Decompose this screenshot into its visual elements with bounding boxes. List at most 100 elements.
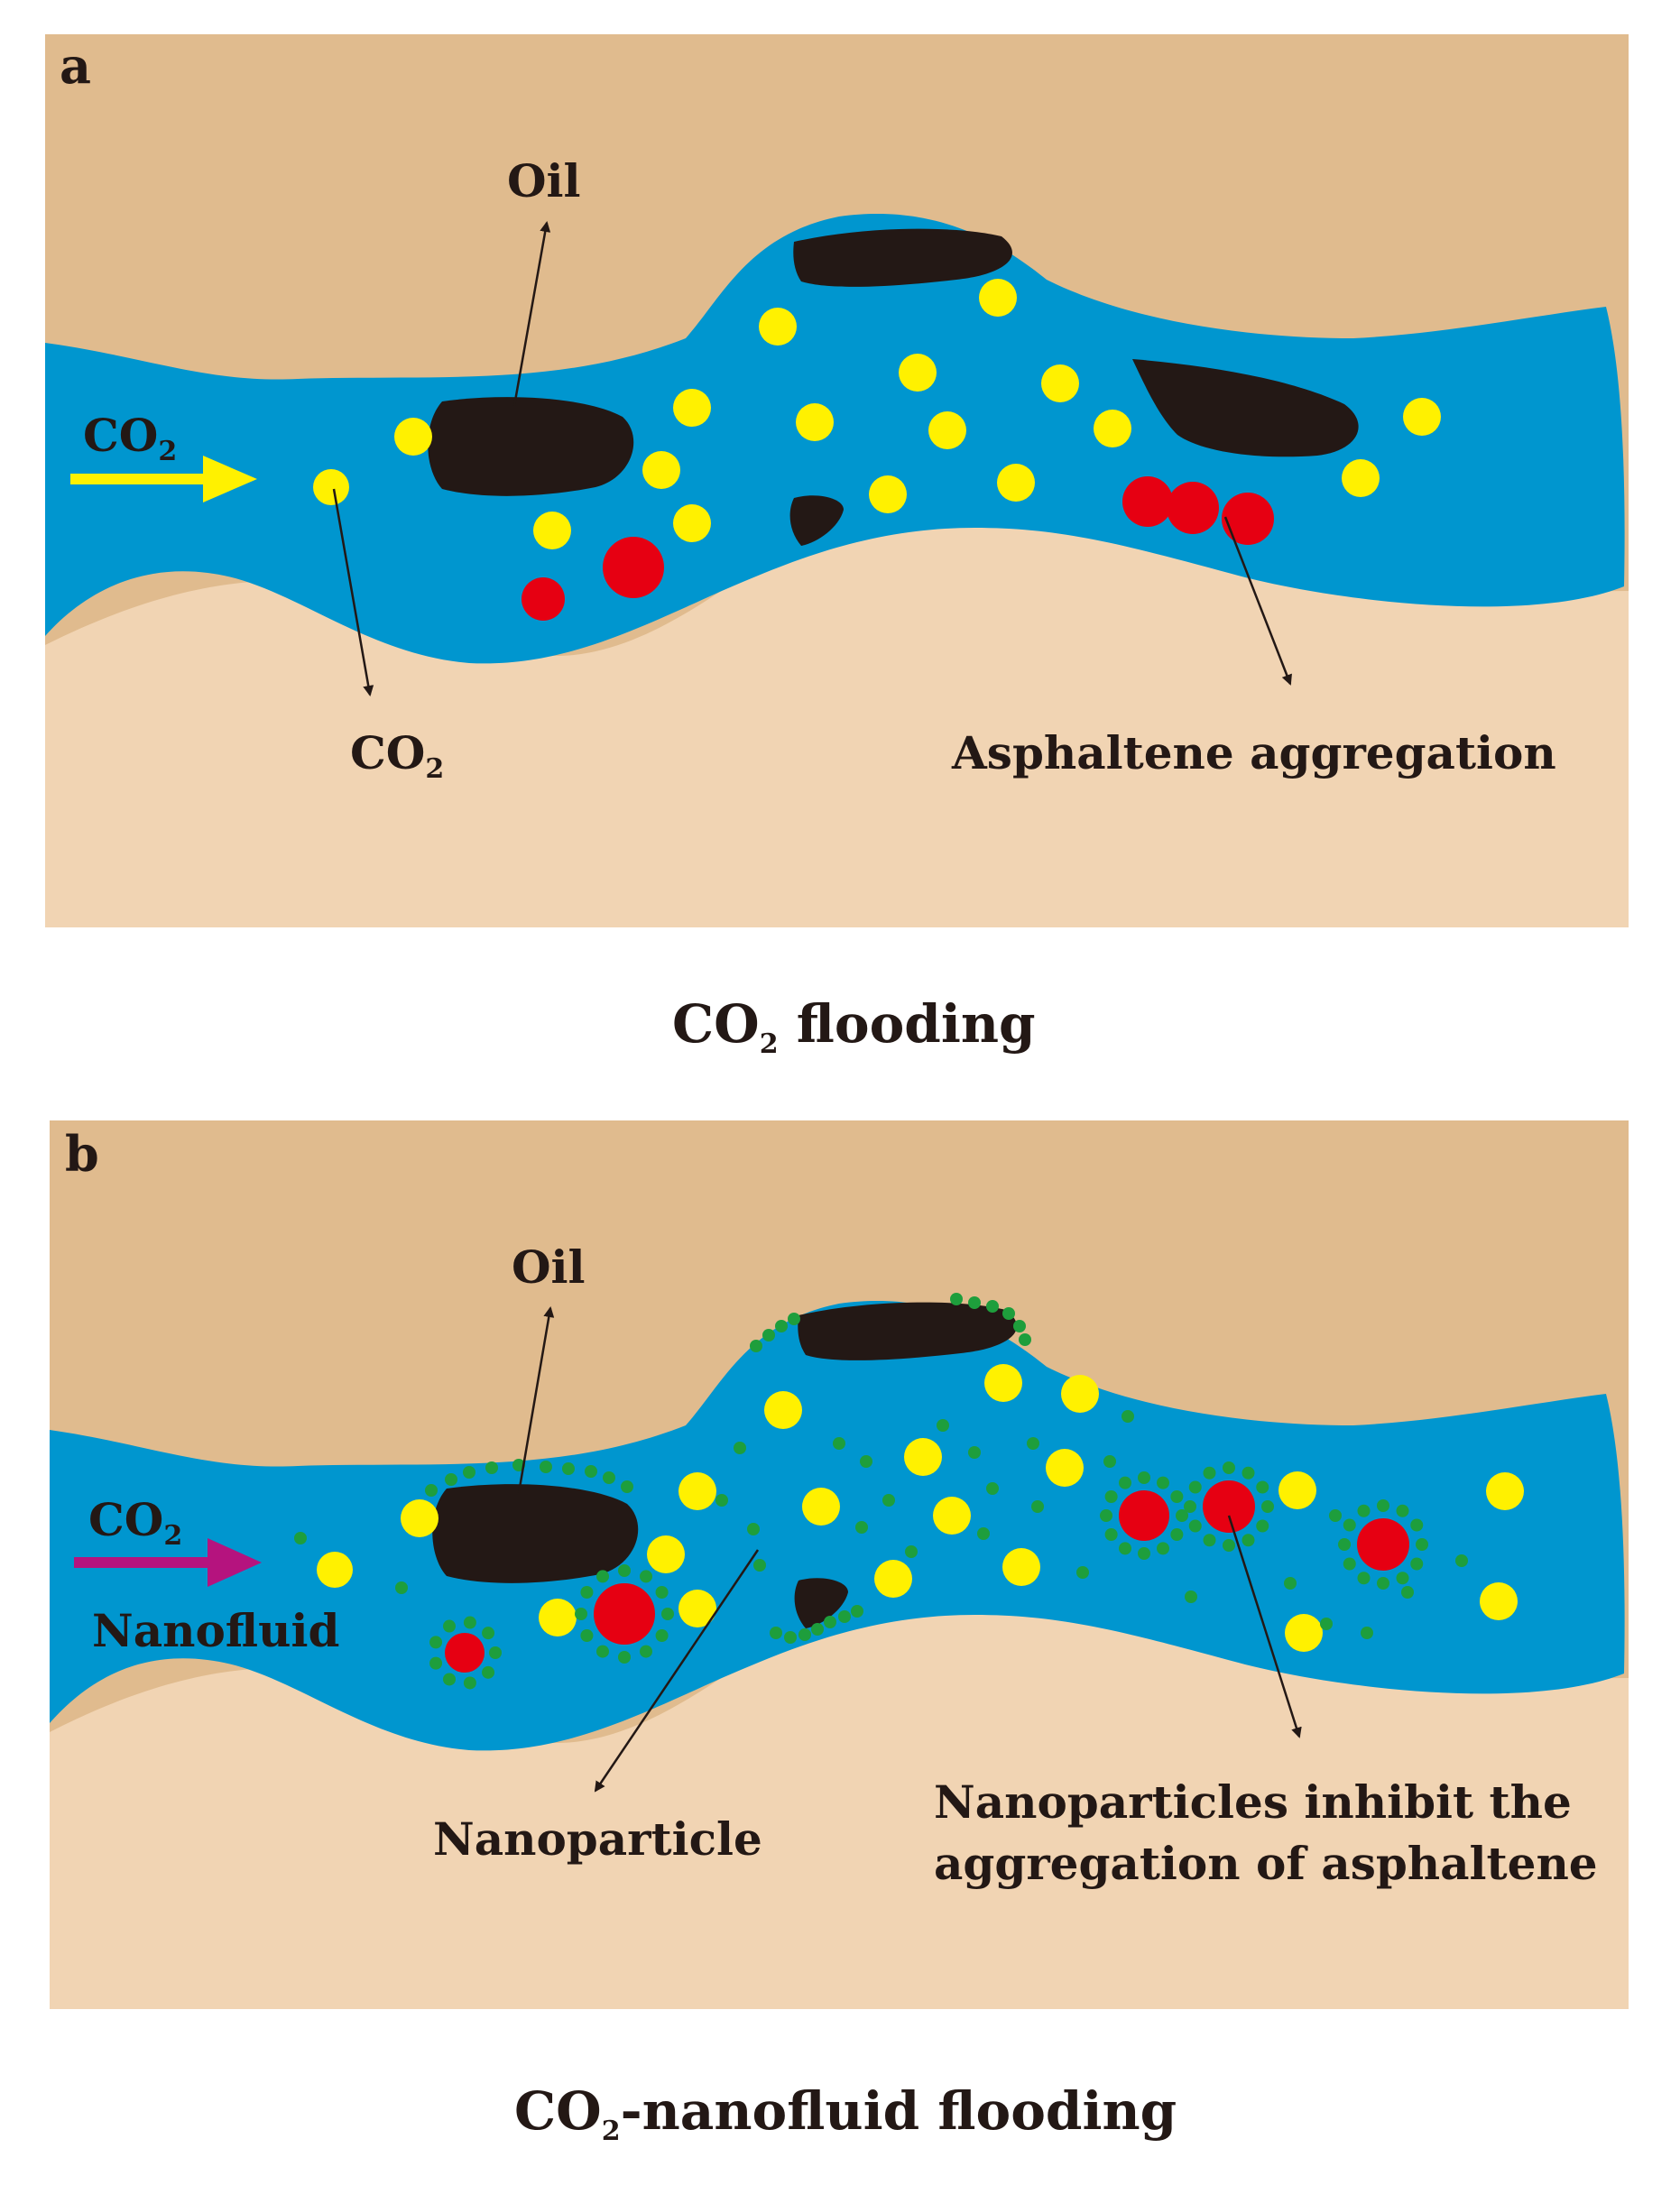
nanoparticle bbox=[811, 1623, 824, 1636]
nanoparticle bbox=[905, 1545, 918, 1558]
co2-pointer-a bbox=[332, 488, 374, 696]
oil-pointer-a bbox=[512, 221, 551, 407]
nanoparticle bbox=[798, 1628, 811, 1641]
inlet-label-nanofluid-b: Nanofluid bbox=[92, 1604, 339, 1657]
nanoparticle bbox=[775, 1320, 788, 1332]
inlet-arrow-a bbox=[70, 456, 257, 502]
co2-bubble bbox=[1094, 410, 1131, 447]
nanoparticle bbox=[1242, 1534, 1255, 1547]
co2-bubble bbox=[1046, 1449, 1084, 1487]
co2-bubble bbox=[933, 1497, 971, 1535]
co2-bubble bbox=[1480, 1582, 1518, 1620]
nanoparticle bbox=[1170, 1528, 1184, 1541]
asphaltene-particle bbox=[1203, 1480, 1255, 1533]
co2-bubble bbox=[539, 1599, 577, 1636]
nanoparticle bbox=[429, 1636, 443, 1649]
nanoparticle bbox=[747, 1523, 760, 1535]
co2-bubbles-a bbox=[313, 279, 1441, 549]
co2-bubble bbox=[1041, 364, 1079, 402]
nanoparticle bbox=[1357, 1504, 1371, 1517]
nanoparticle bbox=[655, 1629, 669, 1642]
nanoparticle bbox=[1122, 1410, 1134, 1423]
nanoparticle bbox=[482, 1665, 495, 1679]
nanoparticle bbox=[580, 1629, 594, 1642]
nanoparticle bbox=[1256, 1480, 1269, 1494]
nanoparticle bbox=[986, 1482, 999, 1495]
nanoparticle bbox=[833, 1437, 845, 1450]
co2-bubble bbox=[533, 512, 571, 549]
nanoparticle bbox=[463, 1466, 475, 1479]
co2-bubble bbox=[647, 1535, 685, 1573]
nanoparticle bbox=[640, 1645, 652, 1658]
nanoparticle bbox=[1019, 1333, 1031, 1346]
oil-label-b: Oil bbox=[512, 1240, 586, 1294]
co2-bubble bbox=[1278, 1471, 1316, 1509]
co2-bubble bbox=[642, 451, 680, 489]
nanoparticle bbox=[1377, 1499, 1389, 1512]
co2-bubble bbox=[997, 464, 1035, 502]
nanoparticle bbox=[753, 1559, 766, 1572]
inhibit-pointer-b bbox=[1227, 1515, 1302, 1738]
nanoparticle bbox=[1401, 1586, 1414, 1599]
aggregation-label-a: Asphaltene aggregation bbox=[951, 726, 1556, 779]
nanoparticles-b bbox=[294, 1293, 1468, 1690]
co2-bubble bbox=[678, 1590, 716, 1627]
nanoparticle bbox=[1410, 1518, 1424, 1532]
nanoparticle bbox=[443, 1673, 456, 1686]
nanoparticle bbox=[784, 1631, 797, 1644]
nanoparticle bbox=[1076, 1566, 1089, 1579]
asphaltene-particle bbox=[522, 577, 565, 621]
co2-bubble bbox=[401, 1499, 438, 1537]
inlet-label-b: CO2 bbox=[88, 1493, 182, 1552]
nanoparticle bbox=[1343, 1557, 1356, 1571]
oil-droplet bbox=[1132, 359, 1359, 457]
nanoparticle bbox=[937, 1419, 949, 1432]
nanoparticle bbox=[463, 1676, 476, 1690]
nanoparticle bbox=[575, 1608, 587, 1620]
nanoparticle bbox=[482, 1627, 495, 1640]
oil-pointer-b bbox=[517, 1306, 555, 1494]
nanoparticle bbox=[540, 1461, 552, 1473]
nanoparticle bbox=[1157, 1476, 1169, 1489]
oil-droplet bbox=[789, 495, 844, 546]
co2-bubble bbox=[1486, 1472, 1524, 1510]
asphaltene-a bbox=[522, 476, 1274, 621]
nanoparticle bbox=[1203, 1534, 1216, 1547]
co2-bubble bbox=[313, 469, 349, 505]
co2-bubble bbox=[1061, 1375, 1099, 1413]
oil-droplet bbox=[428, 397, 634, 496]
nanoparticle bbox=[1455, 1554, 1468, 1567]
nanoparticle bbox=[395, 1581, 408, 1594]
oil-droplet bbox=[793, 228, 1012, 287]
nanoparticle bbox=[1203, 1466, 1216, 1480]
inhibit-label-line2-b: aggregation of asphaltene bbox=[934, 1837, 1598, 1890]
nanoparticle bbox=[762, 1329, 775, 1341]
nanoparticle bbox=[1002, 1307, 1015, 1320]
nanoparticle bbox=[1377, 1577, 1389, 1590]
co2-bubble bbox=[899, 354, 937, 392]
nanoparticle bbox=[1188, 1519, 1202, 1533]
co2-bubble bbox=[1285, 1614, 1323, 1652]
nanoparticle bbox=[445, 1473, 457, 1486]
asphaltene-b bbox=[445, 1480, 1409, 1673]
nanoparticle-label-b: Nanoparticle bbox=[433, 1812, 762, 1866]
panel-b: b Oil CO2 Nanofluid Nanoparticle Nanopar… bbox=[50, 1120, 1629, 2009]
nanoparticle bbox=[1138, 1547, 1150, 1560]
nanoparticle bbox=[489, 1646, 502, 1659]
nanoparticle bbox=[1138, 1471, 1150, 1484]
nanoparticle bbox=[1031, 1500, 1044, 1513]
co2-bubble bbox=[673, 504, 711, 542]
nanoparticle bbox=[715, 1494, 728, 1507]
asphaltene-particle bbox=[1167, 482, 1219, 534]
nanoparticle bbox=[1223, 1461, 1235, 1474]
nanoparticle bbox=[1256, 1519, 1269, 1533]
nanoparticle bbox=[734, 1442, 746, 1454]
co2-bubble bbox=[1342, 459, 1380, 497]
caption-b: CO2-nanofluid flooding bbox=[514, 2080, 1177, 2147]
co2-bubble bbox=[869, 475, 907, 513]
oil-droplet bbox=[798, 1302, 1017, 1360]
nanoparticle bbox=[968, 1296, 981, 1309]
nanoparticle bbox=[294, 1532, 307, 1544]
nanoparticle bbox=[968, 1446, 981, 1459]
